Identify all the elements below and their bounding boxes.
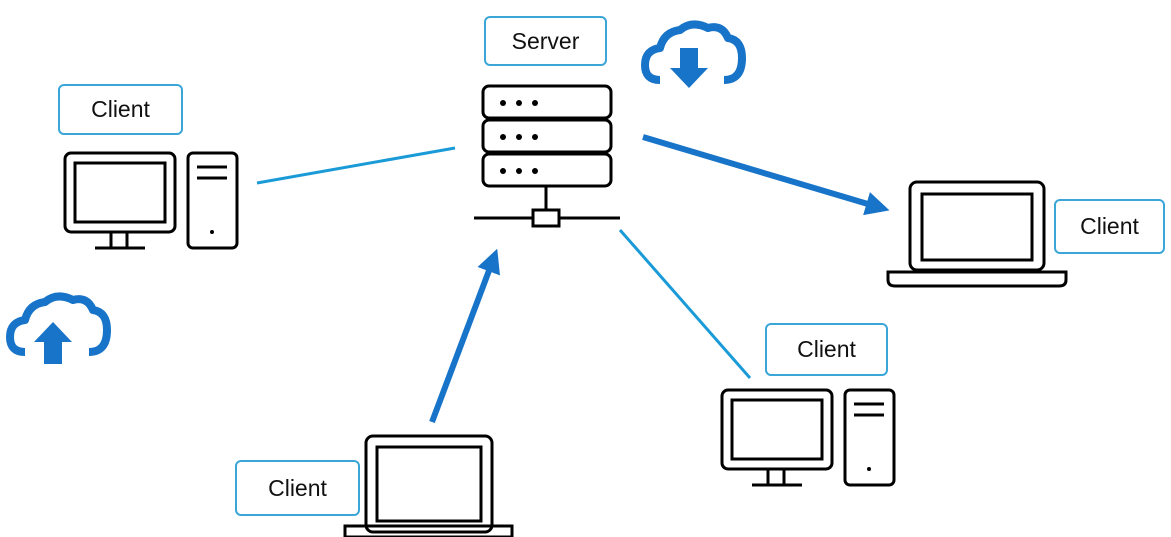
upload-arrow <box>429 248 501 424</box>
laptop-icon <box>343 434 514 537</box>
download-arrow <box>642 134 890 216</box>
desktop-computer-icon <box>720 388 896 487</box>
cloud-upload-icon <box>6 292 111 364</box>
laptop-icon <box>886 180 1068 288</box>
connection-line-client-left <box>256 146 456 185</box>
desktop-computer-icon <box>63 151 239 250</box>
client-label-right: Client <box>1054 199 1165 254</box>
client-label-bottom-right: Client <box>765 323 888 376</box>
server-icon <box>474 84 620 228</box>
connection-line-client-bottom-right <box>618 229 752 379</box>
server-label: Server <box>484 16 607 66</box>
cloud-download-icon <box>641 20 746 88</box>
client-label-left: Client <box>58 84 183 135</box>
client-label-bottom: Client <box>235 460 360 516</box>
